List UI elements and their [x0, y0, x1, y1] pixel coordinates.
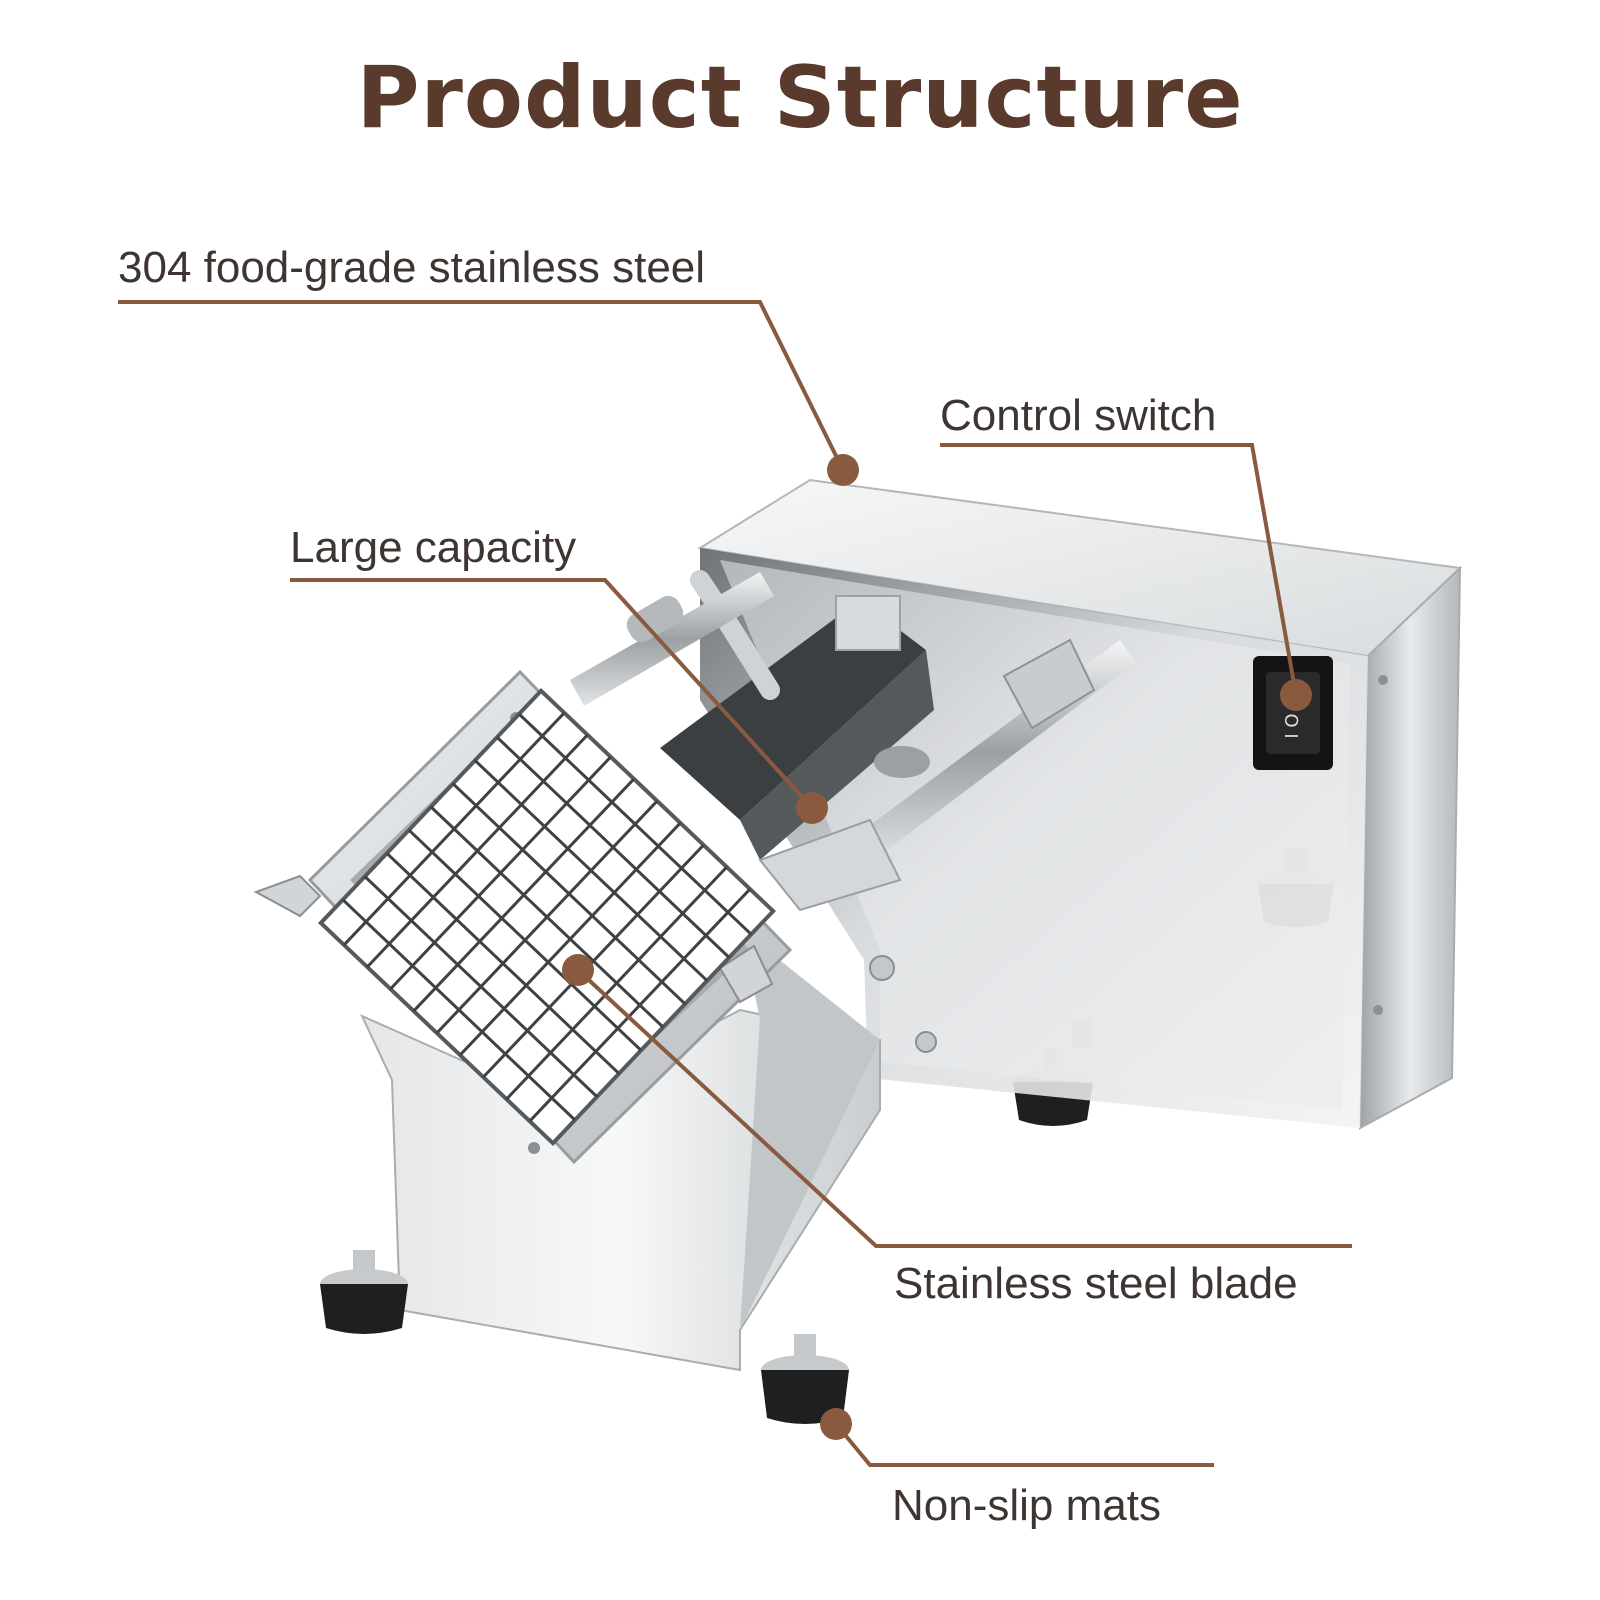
blade-grid-line [341, 898, 576, 1122]
callout-label-steel: 304 food-grade stainless steel [118, 243, 706, 292]
leader-switch [940, 443, 1298, 696]
front-foot-left [320, 1250, 408, 1334]
blade-grid-line [482, 843, 705, 1079]
blade-grid-line [385, 852, 621, 1075]
leader-blade [576, 968, 1352, 1248]
callout-label-capacity: Large capacity [290, 523, 577, 572]
blade-grid-line [505, 865, 728, 1101]
dot-switch [1280, 679, 1312, 711]
product-illustration: I O [253, 478, 1463, 1424]
dot-capacity [796, 792, 828, 824]
callout-label-mats: Non-slip mats [892, 1481, 1161, 1530]
leader-steel [118, 300, 845, 471]
blade-grid-line [528, 888, 752, 1123]
callout-leaders [118, 300, 1352, 1467]
leader-capacity [290, 578, 814, 810]
dot-blade [562, 954, 594, 986]
callout-dots [562, 454, 1312, 1440]
switch-marks: I O [1282, 713, 1303, 738]
blade-grid-line [458, 821, 682, 1057]
blade-grid-line [429, 805, 665, 1029]
blade-grid-line [407, 828, 643, 1052]
cutter-stand [359, 818, 937, 1372]
blade-grid [317, 687, 777, 1147]
dot-steel [827, 454, 859, 486]
blade-grid-line [363, 875, 599, 1098]
callout-label-blade: Stainless steel blade [894, 1259, 1298, 1308]
dot-mats [820, 1408, 852, 1440]
front-foot-right [761, 1334, 849, 1424]
page-title: Product Structure [356, 48, 1244, 148]
callout-label-switch: Control switch [940, 391, 1217, 440]
leader-mats [834, 1422, 1214, 1467]
guide-rods [570, 572, 1136, 866]
